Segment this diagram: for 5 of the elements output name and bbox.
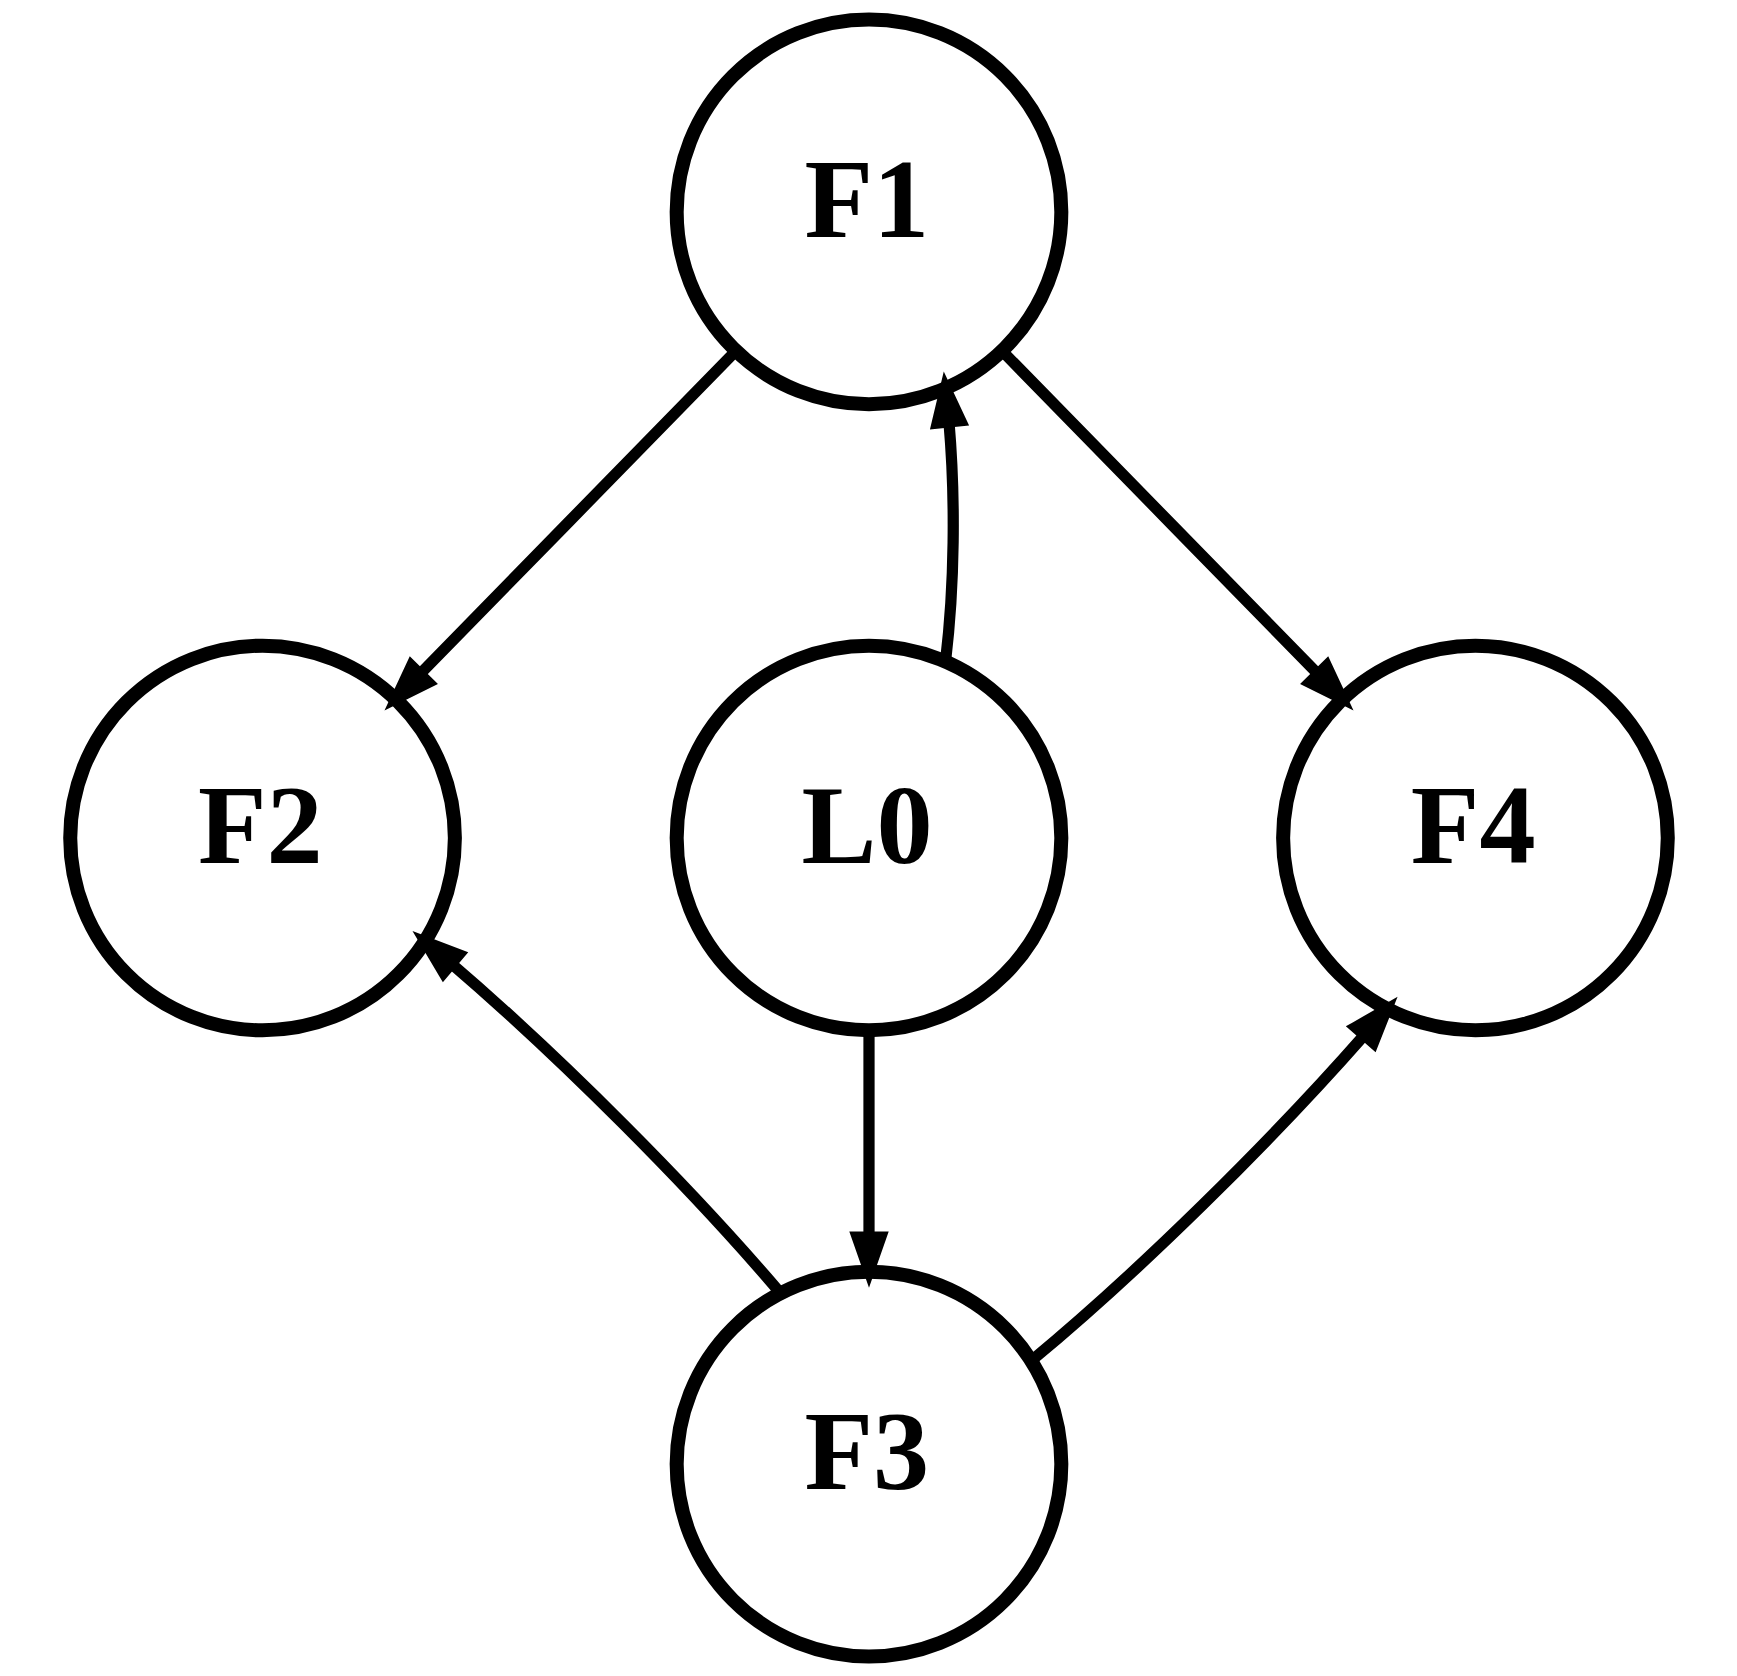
node-circle: L0 xyxy=(669,638,1068,1038)
node-circle: F1 xyxy=(669,12,1068,412)
node-circle: F3 xyxy=(669,1264,1068,1664)
node-circle: F2 xyxy=(62,638,462,1038)
node-circle: F4 xyxy=(1275,638,1675,1038)
